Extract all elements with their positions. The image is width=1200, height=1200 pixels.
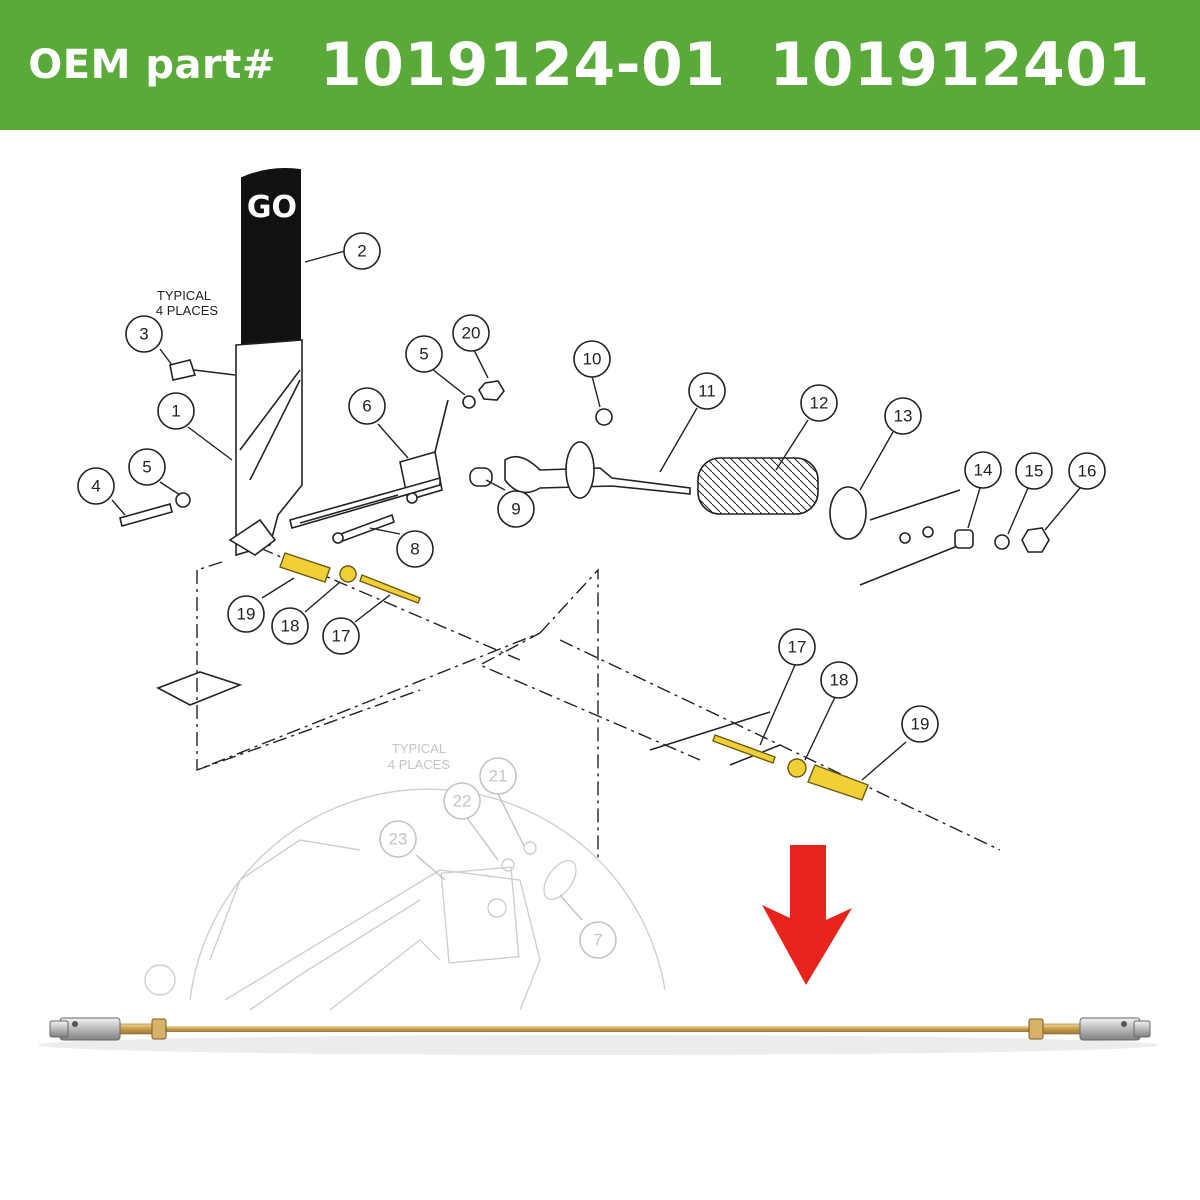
linkage-parts bbox=[119, 359, 1050, 586]
callout-12: 12 bbox=[800, 384, 838, 422]
callout-14: 14 bbox=[964, 451, 1002, 489]
oem-part-label: OEM part# bbox=[28, 42, 276, 88]
callout-19-upper: 19 bbox=[227, 595, 265, 633]
svg-text:23: 23 bbox=[389, 830, 408, 849]
svg-text:16: 16 bbox=[1078, 462, 1097, 481]
svg-text:10: 10 bbox=[583, 350, 602, 369]
note-typical-upper-line1: TYPICAL bbox=[157, 288, 211, 303]
callout-17-lower: 17 bbox=[778, 628, 816, 666]
exploded-parts-diagram: GO bbox=[38, 168, 1158, 1055]
callout-4: 4 bbox=[77, 467, 115, 505]
callout-1: 1 bbox=[157, 392, 195, 430]
callout-21: 21 bbox=[479, 757, 517, 795]
callout-9: 9 bbox=[497, 490, 535, 528]
callout-13: 13 bbox=[884, 397, 922, 435]
callout-10: 10 bbox=[573, 340, 611, 378]
callout-18-upper: 18 bbox=[271, 607, 309, 645]
callout-6: 6 bbox=[348, 387, 386, 425]
svg-text:20: 20 bbox=[462, 324, 481, 343]
svg-text:11: 11 bbox=[698, 382, 716, 401]
callout-8: 8 bbox=[396, 530, 434, 568]
svg-text:14: 14 bbox=[974, 461, 993, 480]
svg-text:7: 7 bbox=[593, 931, 602, 950]
part-photo-rod bbox=[38, 1017, 1158, 1055]
assembly-outline bbox=[156, 547, 1001, 860]
highlighted-parts-upper bbox=[279, 552, 421, 604]
callout-19-lower: 19 bbox=[901, 705, 939, 743]
callout-15: 15 bbox=[1015, 452, 1053, 490]
svg-text:3: 3 bbox=[139, 325, 148, 344]
callout-17-upper: 17 bbox=[322, 617, 360, 655]
svg-text:6: 6 bbox=[362, 397, 371, 416]
callout-3: 3 bbox=[125, 315, 163, 353]
callout-22: 22 bbox=[443, 782, 481, 820]
callout-18-lower: 18 bbox=[820, 661, 858, 699]
callout-7: 7 bbox=[579, 921, 617, 959]
svg-text:2: 2 bbox=[357, 242, 366, 261]
svg-text:5: 5 bbox=[142, 458, 151, 477]
svg-text:8: 8 bbox=[410, 540, 419, 559]
svg-text:21: 21 bbox=[489, 767, 508, 786]
callout-11: 11 bbox=[688, 372, 726, 410]
part-number-secondary: 101912401 bbox=[769, 30, 1150, 100]
header-banner: OEM part# 1019124-01 101912401 bbox=[0, 0, 1200, 130]
leader-lines bbox=[111, 250, 1081, 921]
svg-text:4: 4 bbox=[91, 477, 100, 496]
svg-text:9: 9 bbox=[511, 500, 520, 519]
callout-2: 2 bbox=[343, 232, 381, 270]
note-typical-upper-line2: 4 PLACES bbox=[156, 303, 218, 318]
svg-text:15: 15 bbox=[1025, 462, 1044, 481]
callout-23: 23 bbox=[379, 820, 417, 858]
svg-text:17: 17 bbox=[332, 627, 351, 646]
red-down-arrow-icon bbox=[762, 845, 852, 985]
faded-wheel-assembly bbox=[144, 788, 666, 1011]
svg-text:17: 17 bbox=[788, 638, 807, 657]
svg-text:22: 22 bbox=[453, 792, 472, 811]
callout-5-left: 5 bbox=[128, 448, 166, 486]
svg-text:18: 18 bbox=[281, 617, 300, 636]
callout-5-right: 5 bbox=[405, 335, 443, 373]
part-number-primary: 1019124-01 bbox=[319, 30, 726, 100]
callout-20: 20 bbox=[452, 314, 490, 352]
callout-16: 16 bbox=[1068, 452, 1106, 490]
svg-text:13: 13 bbox=[894, 407, 913, 426]
note-typical-lower-line1: TYPICAL bbox=[392, 741, 446, 756]
accelerator-pedal: GO bbox=[228, 168, 303, 557]
svg-text:12: 12 bbox=[810, 394, 829, 413]
highlighted-parts-lower bbox=[712, 734, 869, 801]
svg-text:19: 19 bbox=[237, 605, 256, 624]
svg-text:19: 19 bbox=[911, 715, 930, 734]
pedal-go-label: GO bbox=[247, 190, 297, 225]
svg-text:18: 18 bbox=[830, 671, 849, 690]
svg-text:5: 5 bbox=[419, 345, 428, 364]
svg-text:1: 1 bbox=[171, 402, 180, 421]
note-typical-lower-line2: 4 PLACES bbox=[388, 757, 450, 772]
